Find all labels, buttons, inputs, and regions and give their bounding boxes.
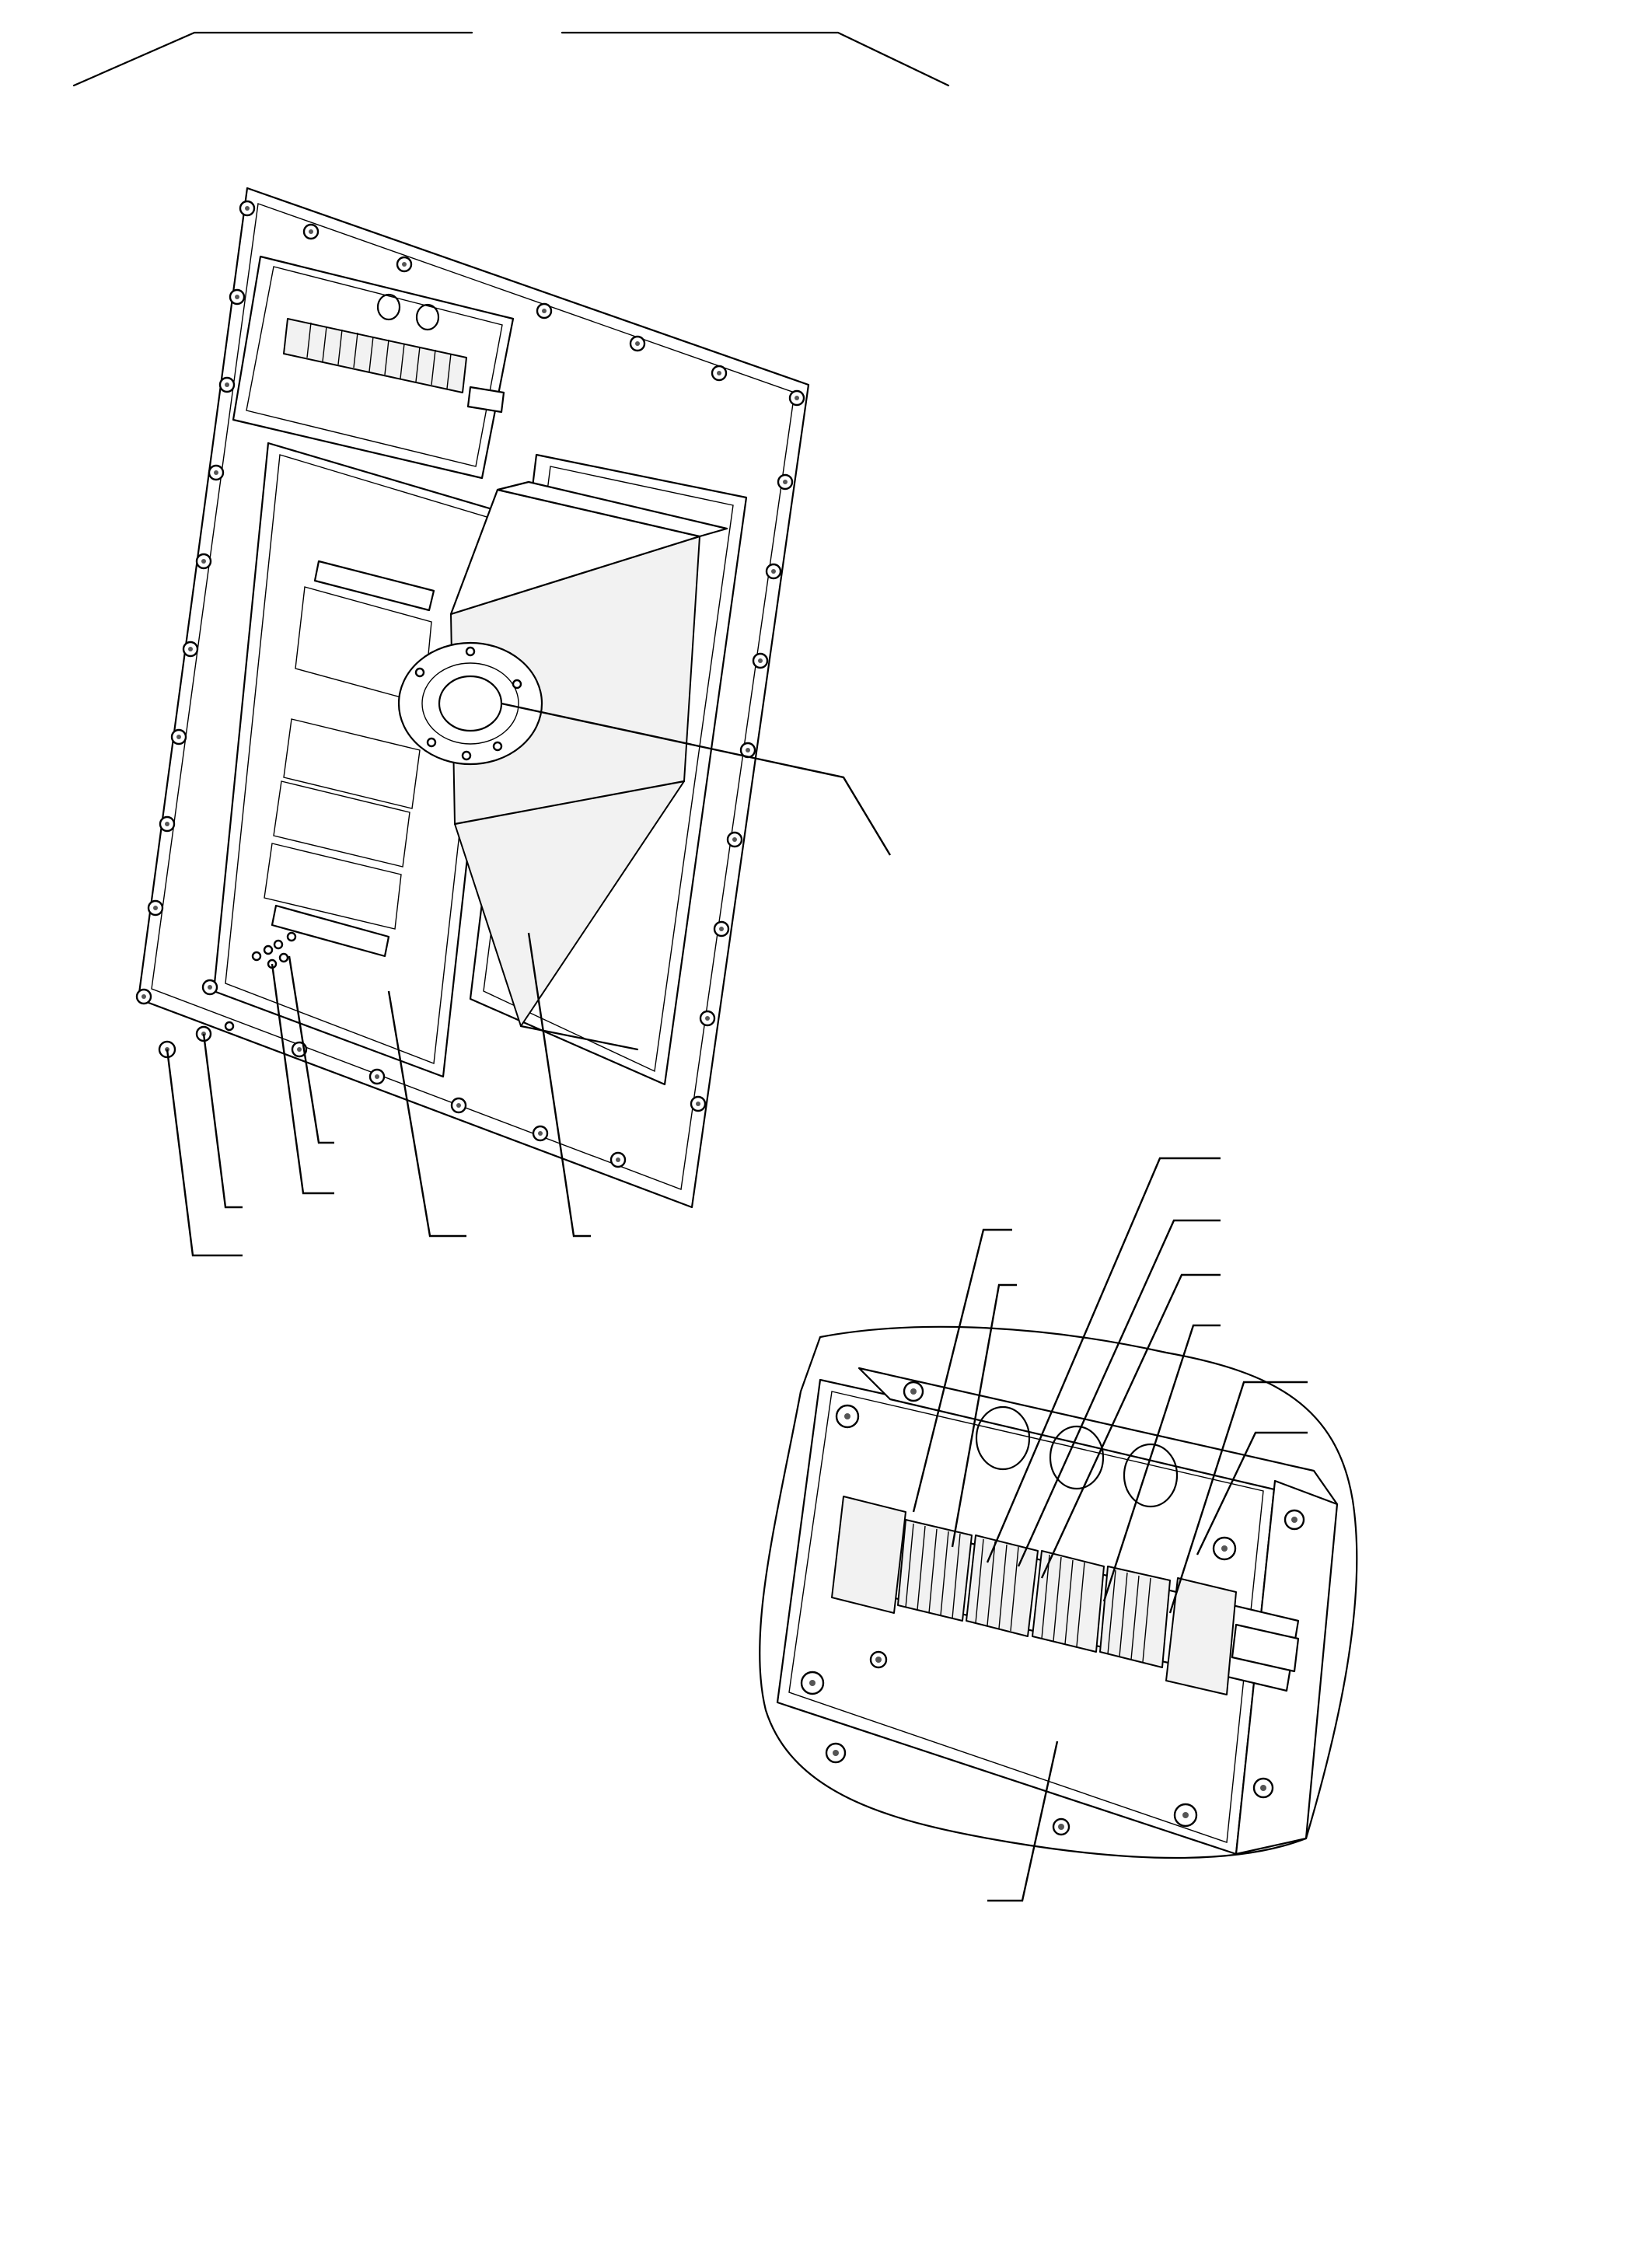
title-bracket-left <box>72 31 473 87</box>
terminal-box-detail-view <box>759 1157 1358 1902</box>
cable-hole-1 <box>975 1405 1031 1471</box>
label-plate-4 <box>264 843 402 930</box>
clamp-bar-bottom <box>271 904 390 958</box>
detail-bolts <box>800 1381 1305 1836</box>
leaders-detail <box>912 1157 1308 1902</box>
screws-cluster <box>251 931 297 969</box>
label-plate-3 <box>273 780 410 868</box>
flange-bore <box>438 675 503 732</box>
label-plate-2 <box>283 718 421 809</box>
title-bracket-right <box>561 31 950 87</box>
cable-hole-2 <box>1049 1425 1105 1490</box>
upper-terminal-box <box>232 255 515 480</box>
main-assembly-view <box>135 187 892 1257</box>
cable-hole-3 <box>1123 1443 1179 1508</box>
plate-bolts <box>135 200 805 1168</box>
title-bracket <box>72 31 950 87</box>
leaders-main <box>166 702 892 1257</box>
feed-horn <box>397 453 748 1086</box>
terminal-blocks <box>897 1519 1171 1668</box>
clamp-bar-top <box>313 560 435 612</box>
